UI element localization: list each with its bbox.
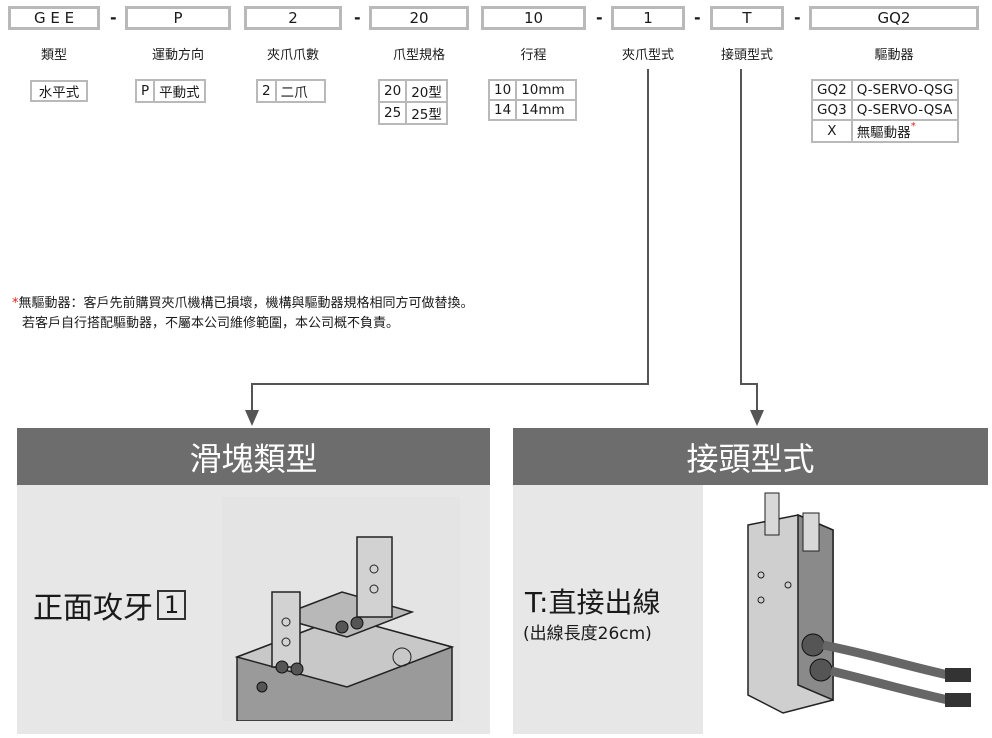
connector-cable-length: (出線長度26cm) xyxy=(523,624,652,644)
slider-type-label: 正面攻牙 1 xyxy=(33,583,187,627)
option-jaws: 2 二爪 xyxy=(256,79,326,103)
footnote-star: * xyxy=(12,296,19,311)
option-type-text: 水平式 xyxy=(38,85,80,101)
code-separator: - xyxy=(354,8,361,27)
option-text: 10mm xyxy=(515,79,577,101)
slider-type-text: 正面攻牙 xyxy=(33,591,153,626)
panel-title-slider-type: 滑塊類型 xyxy=(17,428,490,485)
panel-title-connector-type: 接頭型式 xyxy=(513,428,988,485)
code-separator: - xyxy=(694,8,701,27)
footnote-star: * xyxy=(910,121,916,132)
option-direction: P 平動式 xyxy=(134,79,206,103)
code-seg-type: G E E xyxy=(8,6,100,30)
option-text: Q-SERVO-QSG xyxy=(850,79,960,101)
footnote-line-2: 若客戶自行搭配驅動器，不屬本公司維修範圍，本公司概不負責。 xyxy=(22,316,400,331)
slider-type-code: 1 xyxy=(157,590,187,620)
panel-slider-type: 正面攻牙 1 xyxy=(17,485,490,734)
option-code: 14 xyxy=(487,99,518,121)
option-text: Q-SERVO-QSA xyxy=(850,99,960,121)
option-code: GQ3 xyxy=(811,99,853,121)
connector-type-label: T:直接出線 xyxy=(525,586,661,619)
option-code: GQ2 xyxy=(811,79,853,101)
label-jaw-type: 夾爪型式 xyxy=(621,48,674,63)
option-text: 14mm xyxy=(515,99,577,121)
code-seg-direction: P xyxy=(125,6,231,30)
label-direction: 運動方向 xyxy=(151,48,204,63)
label-connector: 接頭型式 xyxy=(720,48,773,63)
code-seg-driver: GQ2 xyxy=(809,6,979,30)
option-text: 20型 xyxy=(405,79,448,103)
option-text: 平動式 xyxy=(153,79,206,103)
option-text: 無驅動器* xyxy=(850,119,960,143)
footnote-line-1: *無驅動器：客戶先前購買夾爪機構已損壞，機構與驅動器規格相同方可做替換。 xyxy=(12,292,474,311)
gripper-direct-cable-photo xyxy=(703,485,988,734)
code-separator: - xyxy=(110,8,117,27)
option-code: X xyxy=(811,119,853,143)
code-seg-jaws: 2 xyxy=(244,6,342,30)
label-stroke: 行程 xyxy=(520,48,547,63)
code-seg-jaw-type: 1 xyxy=(611,6,685,30)
option-code: 20 xyxy=(377,79,408,103)
option-code: 10 xyxy=(487,79,518,101)
option-text: 二爪 xyxy=(274,79,326,103)
label-type: 類型 xyxy=(40,48,67,63)
option-type: 水平式 xyxy=(30,80,88,102)
label-jaws: 夾爪爪數 xyxy=(266,48,319,63)
gripper-front-tapped-photo xyxy=(222,497,460,722)
driver-none-text: 無驅動器 xyxy=(856,125,911,141)
code-seg-stroke: 10 xyxy=(481,6,586,30)
panel-connector-type: T:直接出線 (出線長度26cm) xyxy=(513,485,988,734)
footnote-text: 無驅動器：客戶先前購買夾爪機構已損壞，機構與驅動器規格相同方可做替換。 xyxy=(18,296,474,311)
label-spec: 爪型規格 xyxy=(392,48,445,63)
label-driver: 驅動器 xyxy=(874,48,914,63)
option-code: P xyxy=(134,79,156,103)
option-code: 25 xyxy=(377,101,408,125)
option-text: 25型 xyxy=(405,101,448,125)
code-seg-connector: T xyxy=(710,6,784,30)
code-separator: - xyxy=(596,8,603,27)
code-seg-spec: 20 xyxy=(369,6,469,30)
code-separator: - xyxy=(794,8,801,27)
